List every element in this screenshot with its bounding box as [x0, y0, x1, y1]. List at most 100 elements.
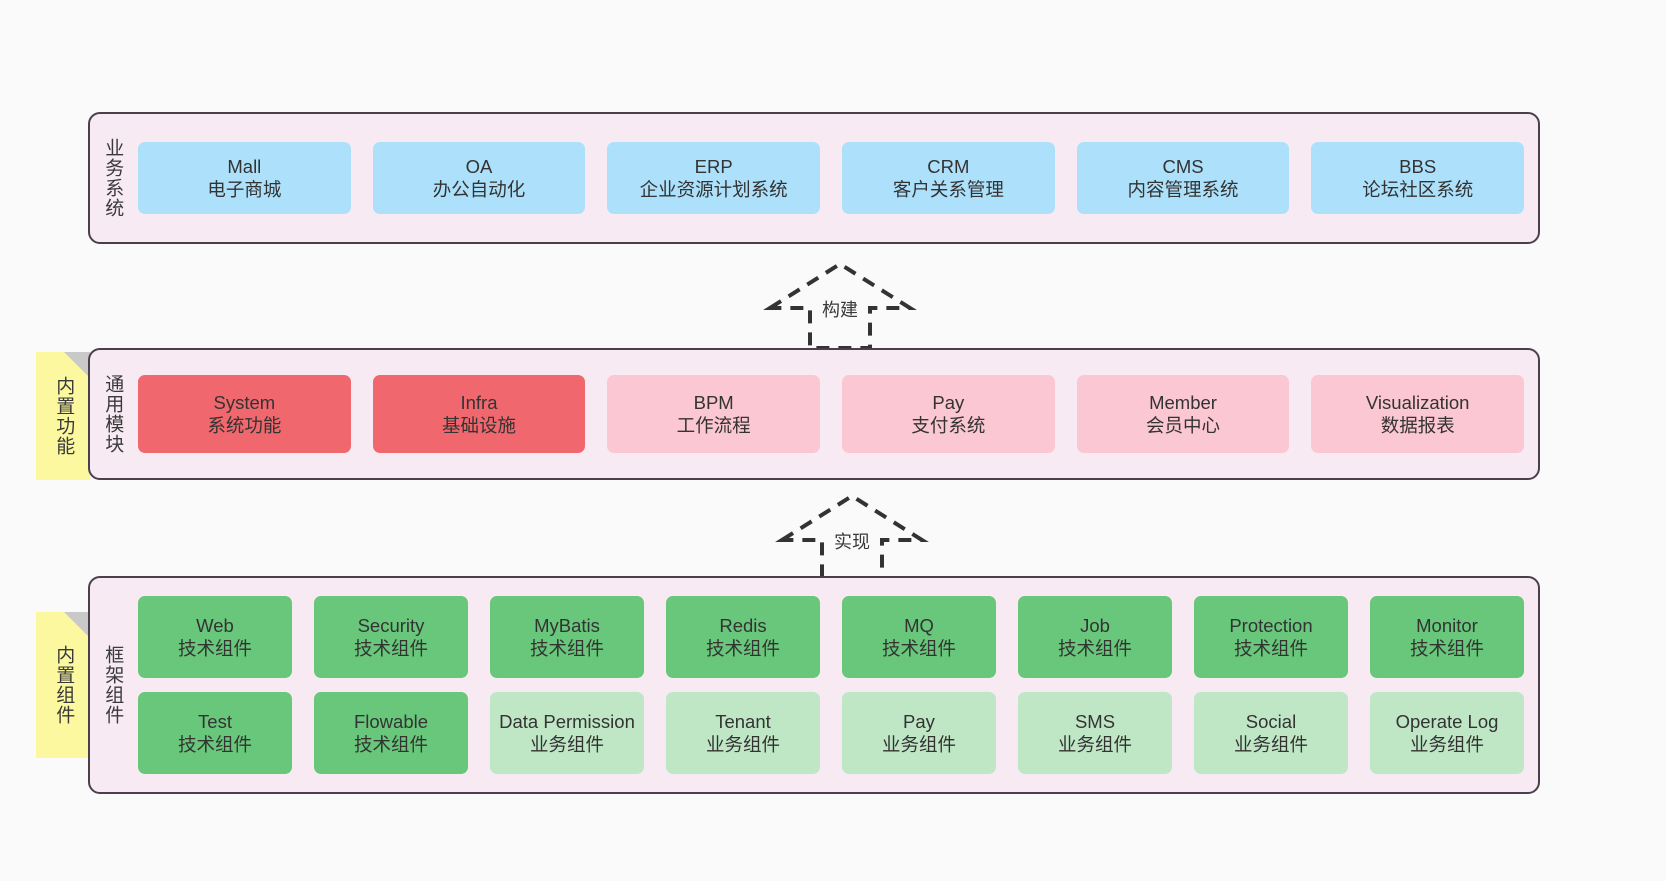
layer-framework-component: 框架组件 Web 技术组件 Security 技术组件 MyBatis 技术组件… [88, 576, 1540, 794]
node-desc: 技术组件 [353, 638, 428, 659]
arrow-realize: 实现 [772, 490, 932, 586]
layer-title-framework: 框架组件 [102, 645, 124, 725]
node-name: Monitor [1416, 614, 1478, 636]
node-name: Social [1245, 710, 1297, 732]
row: Mall 电子商城 OA 办公自动化 ERP 企业资源计划系统 CRM 客户关系… [138, 142, 1525, 214]
node-desc: 技术组件 [881, 638, 956, 659]
node-visualization[interactable]: Visualization 数据报表 [1311, 375, 1525, 453]
node-infra[interactable]: Infra 基础设施 [372, 375, 586, 453]
node-name: Member [1149, 391, 1217, 413]
layer-body-business: Mall 电子商城 OA 办公自动化 ERP 企业资源计划系统 CRM 客户关系… [134, 114, 1538, 242]
row: Web 技术组件 Security 技术组件 MyBatis 技术组件 Redi… [138, 596, 1524, 678]
node-name: Flowable [353, 710, 429, 732]
node-name: Security [357, 614, 425, 636]
node-crm[interactable]: CRM 客户关系管理 [842, 142, 1055, 214]
note-builtin-function: 内置功能 [36, 352, 90, 480]
node-desc: 业务组件 [1233, 734, 1308, 755]
node-desc: 支付系统 [911, 415, 986, 436]
node-bpm[interactable]: BPM 工作流程 [607, 375, 821, 453]
layer-body-common: System 系统功能 Infra 基础设施 BPM 工作流程 Pay 支付系统… [134, 350, 1538, 478]
node-desc: 业务组件 [1057, 734, 1132, 755]
node-bbs[interactable]: BBS 论坛社区系统 [1311, 142, 1525, 214]
node-mybatis[interactable]: MyBatis 技术组件 [490, 596, 644, 678]
node-desc: 技术组件 [353, 734, 428, 755]
node-name: Pay [903, 710, 935, 732]
node-name: OA [465, 155, 493, 177]
node-name: Data Permission [499, 710, 635, 732]
node-tenant[interactable]: Tenant 业务组件 [666, 692, 820, 774]
arrow-build: 构建 [760, 258, 920, 354]
node-name: MQ [904, 614, 934, 636]
node-name: MyBatis [534, 614, 600, 636]
node-desc: 业务组件 [705, 734, 780, 755]
node-desc: 内容管理系统 [1127, 179, 1239, 200]
node-web[interactable]: Web 技术组件 [138, 596, 292, 678]
node-desc: 技术组件 [1233, 638, 1308, 659]
note-label: 内置组件 [53, 645, 75, 725]
node-cms[interactable]: CMS 内容管理系统 [1076, 142, 1290, 214]
node-flowable[interactable]: Flowable 技术组件 [314, 692, 468, 774]
node-name: System [213, 391, 276, 413]
layer-common-module: 通用模块 System 系统功能 Infra 基础设施 BPM 工作流程 Pay… [88, 348, 1540, 480]
node-test[interactable]: Test 技术组件 [138, 692, 292, 774]
note-label: 内置功能 [53, 376, 75, 456]
node-desc: 会员中心 [1146, 415, 1221, 436]
node-desc: 技术组件 [177, 734, 252, 755]
node-name: Tenant [715, 710, 771, 732]
node-name: BPM [693, 391, 734, 413]
dashed-up-arrow-icon [763, 261, 917, 350]
node-social[interactable]: Social 业务组件 [1194, 692, 1348, 774]
node-desc: 基础设施 [442, 415, 517, 436]
layer-title-business: 业务系统 [102, 138, 124, 218]
node-desc: 系统功能 [207, 415, 282, 436]
node-name: Pay [932, 391, 965, 413]
node-system[interactable]: System 系统功能 [138, 375, 351, 453]
node-pay[interactable]: Pay 支付系统 [842, 375, 1055, 453]
node-mq[interactable]: MQ 技术组件 [842, 596, 996, 678]
node-name: Protection [1229, 614, 1313, 636]
node-desc: 客户关系管理 [892, 179, 1004, 200]
node-name: Visualization [1365, 391, 1470, 413]
node-name: BBS [1399, 155, 1437, 177]
node-desc: 技术组件 [1057, 638, 1132, 659]
node-data-permission[interactable]: Data Permission 业务组件 [490, 692, 644, 774]
node-desc: 技术组件 [177, 638, 252, 659]
node-pay-component[interactable]: Pay 业务组件 [842, 692, 996, 774]
node-name: ERP [694, 155, 733, 177]
node-name: Infra [460, 391, 498, 413]
row: Test 技术组件 Flowable 技术组件 Data Permission … [138, 692, 1524, 774]
node-desc: 业务组件 [1409, 734, 1484, 755]
node-mall[interactable]: Mall 电子商城 [138, 142, 351, 214]
node-desc: 技术组件 [705, 638, 780, 659]
node-desc: 工作流程 [676, 415, 751, 436]
node-redis[interactable]: Redis 技术组件 [666, 596, 820, 678]
layer-body-framework: Web 技术组件 Security 技术组件 MyBatis 技术组件 Redi… [134, 578, 1538, 792]
node-name: Redis [719, 614, 767, 636]
node-oa[interactable]: OA 办公自动化 [372, 142, 586, 214]
layer-title-common: 通用模块 [102, 374, 124, 454]
node-name: Web [196, 614, 234, 636]
node-sms[interactable]: SMS 业务组件 [1018, 692, 1172, 774]
node-name: CMS [1162, 155, 1204, 177]
layer-business-system: 业务系统 Mall 电子商城 OA 办公自动化 ERP 企业资源计划系统 CRM… [88, 112, 1540, 244]
node-desc: 数据报表 [1380, 415, 1455, 436]
node-member[interactable]: Member 会员中心 [1076, 375, 1290, 453]
node-desc: 技术组件 [1409, 638, 1484, 659]
node-name: Operate Log [1395, 710, 1499, 732]
node-operate-log[interactable]: Operate Log 业务组件 [1370, 692, 1524, 774]
node-protection[interactable]: Protection 技术组件 [1194, 596, 1348, 678]
node-desc: 技术组件 [529, 638, 604, 659]
dashed-up-arrow-icon [775, 493, 929, 582]
node-monitor[interactable]: Monitor 技术组件 [1370, 596, 1524, 678]
node-erp[interactable]: ERP 企业资源计划系统 [607, 142, 821, 214]
node-name: Mall [227, 155, 262, 177]
row: System 系统功能 Infra 基础设施 BPM 工作流程 Pay 支付系统… [138, 375, 1525, 453]
node-name: Job [1080, 614, 1110, 636]
node-desc: 办公自动化 [432, 179, 526, 200]
node-desc: 电子商城 [207, 179, 282, 200]
node-desc: 业务组件 [529, 734, 604, 755]
node-security[interactable]: Security 技术组件 [314, 596, 468, 678]
note-builtin-component: 内置组件 [36, 612, 90, 758]
node-job[interactable]: Job 技术组件 [1018, 596, 1172, 678]
